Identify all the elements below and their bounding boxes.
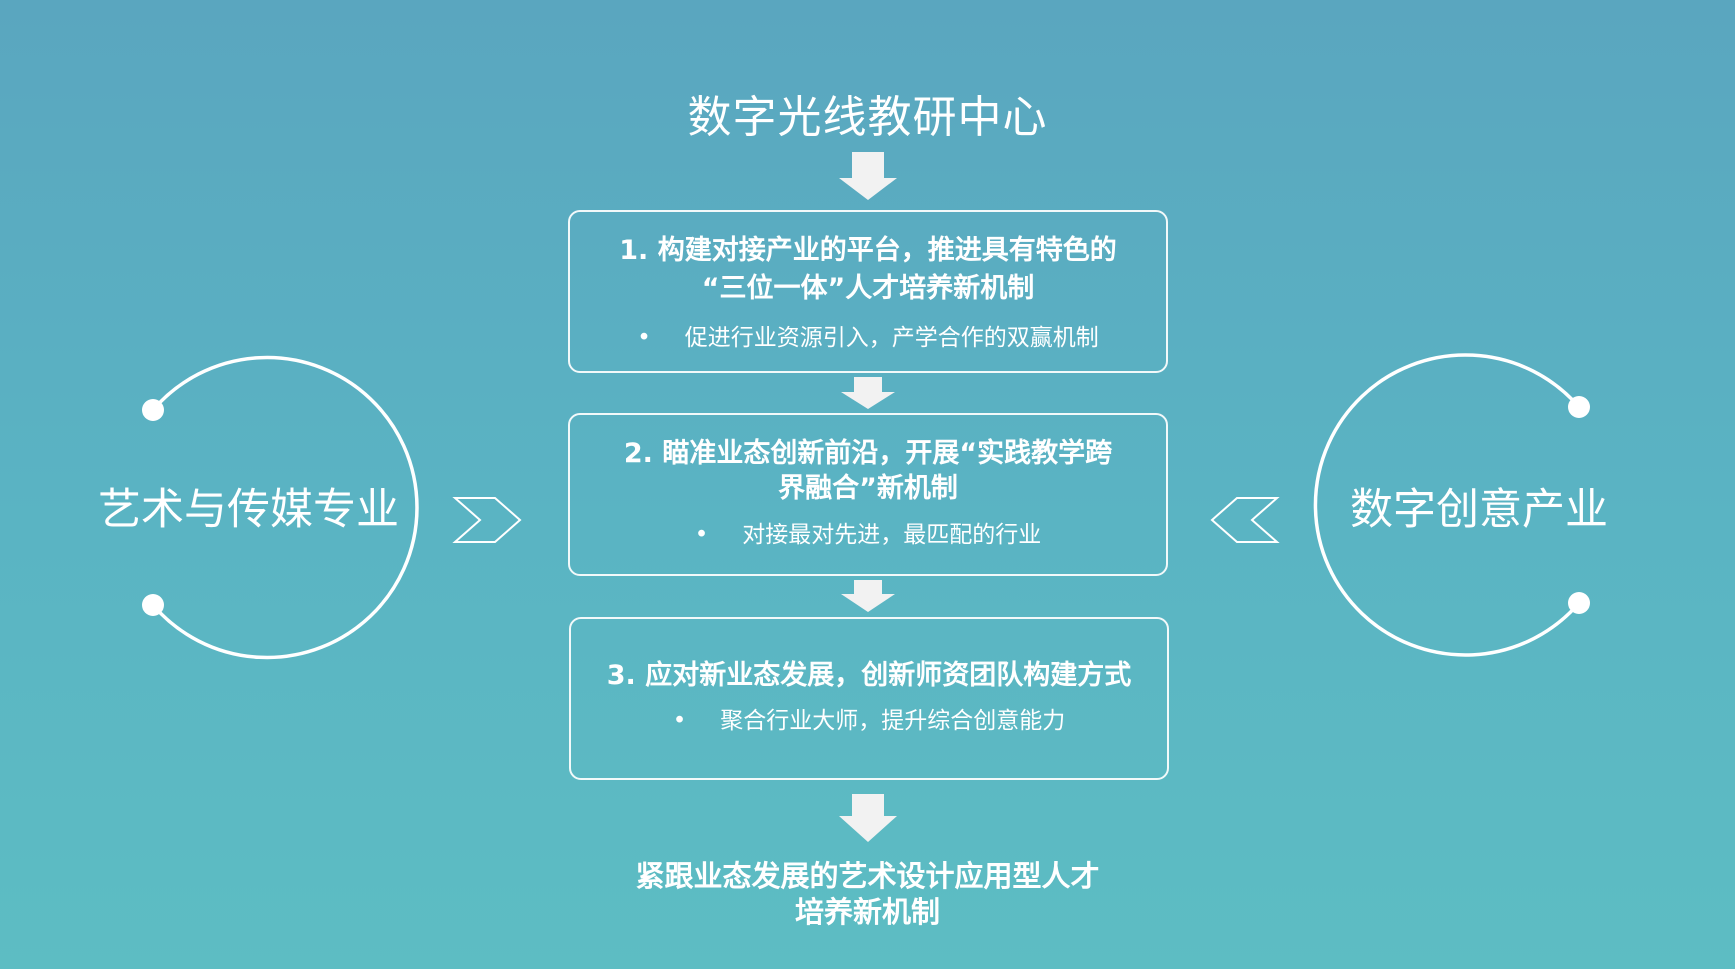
right-node-label: 数字创意产业: [1350, 485, 1608, 535]
step-3-heading: 3. 应对新业态发展，创新师资团队构建方式: [606, 660, 1132, 691]
chevron-left-icon: [1210, 497, 1280, 543]
step-2-bullet-text: 对接最对先进，最匹配的行业: [742, 522, 1042, 548]
step-box-3: 3. 应对新业态发展，创新师资团队构建方式 • 聚合行业大师，提升综合创意能力: [569, 617, 1169, 780]
down-arrow-box1-to-box2: [841, 377, 895, 409]
step-1-bullet: • 促进行业资源引入，产学合作的双赢机制: [570, 322, 1166, 354]
bullet-dot: •: [637, 325, 651, 351]
left-circle-arc: [151, 355, 419, 660]
down-arrow-box3-to-result: [839, 794, 897, 842]
down-arrow-title-to-box1: [839, 152, 897, 200]
result-text: 紧跟业态发展的艺术设计应用型人才 培养新机制: [0, 858, 1735, 930]
step-2-heading-line1: 2. 瞄准业态创新前沿，开展“实践教学跨: [623, 438, 1113, 469]
step-3-bullet-text: 聚合行业大师，提升综合创意能力: [720, 708, 1066, 734]
step-3-bullet: • 聚合行业大师，提升综合创意能力: [571, 705, 1167, 737]
left-arc-end-dot-top: [142, 399, 164, 421]
step-2-bullet: • 对接最对先进，最匹配的行业: [570, 519, 1166, 551]
down-arrow-box2-to-box3: [841, 580, 895, 612]
step-box-2: 2. 瞄准业态创新前沿，开展“实践教学跨 界融合”新机制 • 对接最对先进，最匹配…: [568, 413, 1168, 576]
right-arc-end-dot-top: [1568, 396, 1590, 418]
left-arc-end-dot-bottom: [142, 594, 164, 616]
chevron-right-icon: [452, 497, 522, 543]
step-1-heading-line1: 1. 构建对接产业的平台，推进具有特色的: [619, 235, 1117, 266]
result-line1: 紧跟业态发展的艺术设计应用型人才: [635, 859, 1100, 893]
bullet-dot: •: [694, 522, 709, 548]
step-1-bullet-text: 促进行业资源引入，产学合作的双赢机制: [684, 325, 1099, 351]
right-arc-end-dot-bottom: [1568, 592, 1590, 614]
left-node-label: 艺术与传媒专业: [98, 485, 399, 535]
step-1-heading-line2: “三位一体”人才培养新机制: [701, 273, 1035, 304]
result-line2: 培养新机制: [794, 895, 940, 929]
diagram-title: 数字光线教研中心: [687, 92, 1048, 143]
step-2-heading-line2: 界融合”新机制: [778, 473, 958, 504]
step-box-1: 1. 构建对接产业的平台，推进具有特色的 “三位一体”人才培养新机制 • 促进行业…: [568, 210, 1168, 373]
bullet-dot: •: [672, 708, 687, 734]
right-circle-arc: [1313, 353, 1581, 657]
